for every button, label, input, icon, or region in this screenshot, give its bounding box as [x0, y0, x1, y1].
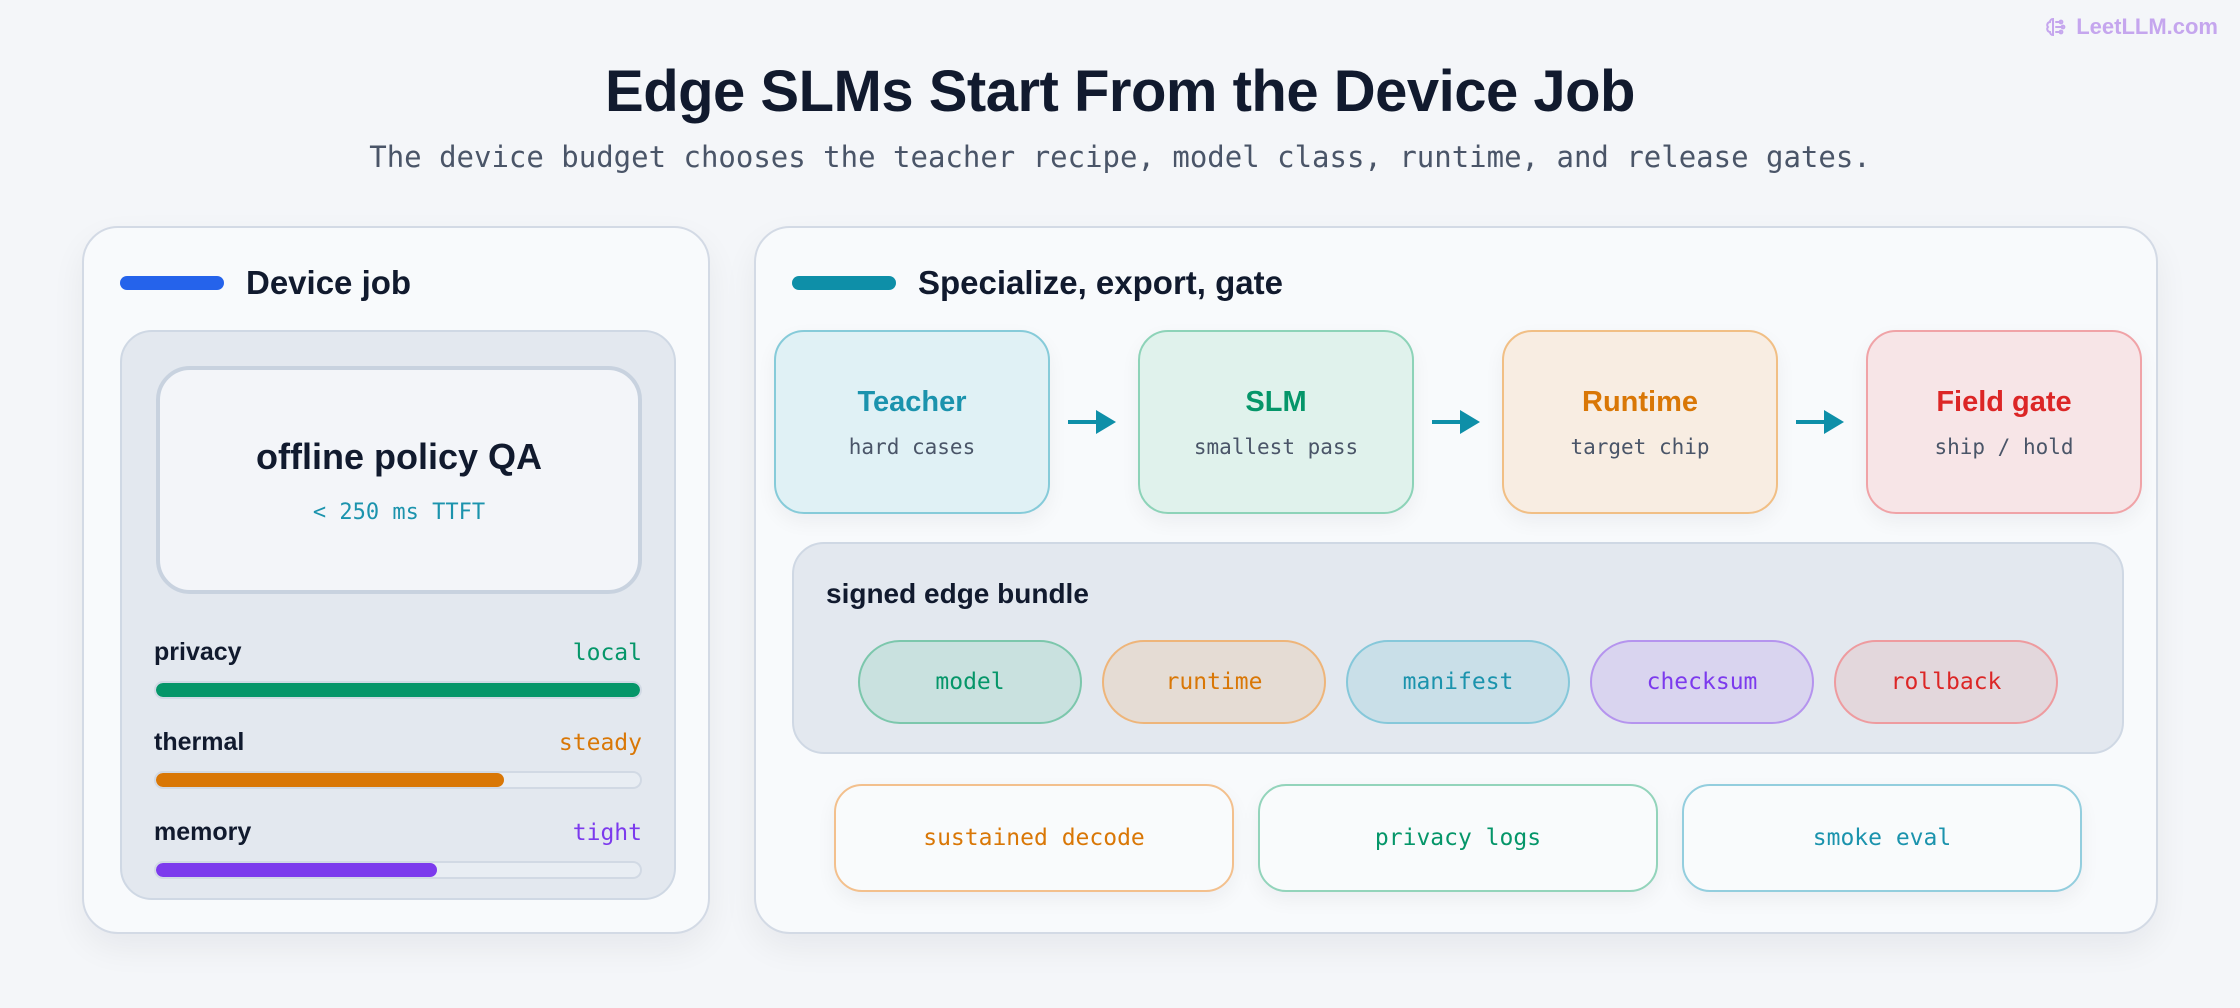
- stage-teacher: Teacher hard cases: [774, 330, 1050, 514]
- job-card: offline policy QA < 250 ms TTFT: [156, 366, 642, 594]
- pipeline-header: Specialize, export, gate: [792, 264, 1283, 302]
- meter-label: memory: [154, 818, 252, 846]
- bundle-chip-rollback: rollback: [1834, 640, 2058, 724]
- bundle-chip-runtime: runtime: [1102, 640, 1326, 724]
- meter-label: thermal: [154, 728, 245, 756]
- device-job-panel: Device job offline policy QA < 250 ms TT…: [82, 226, 710, 934]
- job-constraint: < 250 ms TTFT: [312, 500, 486, 525]
- bundle-chip-checksum: checksum: [1590, 640, 1814, 724]
- stage-runtime: Runtime target chip: [1502, 330, 1778, 514]
- meter-thermal: thermal steady: [154, 728, 642, 789]
- meter-value: tight: [572, 820, 642, 846]
- signed-edge-bundle: signed edge bundle model runtime manifes…: [792, 542, 2124, 754]
- stage-subtitle: hard cases: [848, 435, 976, 459]
- bundle-chip-manifest: manifest: [1346, 640, 1570, 724]
- gate-sustained-decode: sustained decode: [834, 784, 1234, 892]
- job-title: offline policy QA: [255, 436, 542, 477]
- stage-subtitle: ship / hold: [1934, 435, 2074, 459]
- bundle-chip-model: model: [858, 640, 1082, 724]
- meter-label: privacy: [154, 638, 242, 666]
- stage-subtitle: target chip: [1570, 435, 1710, 459]
- stage-field-gate: Field gate ship / hold: [1866, 330, 2142, 514]
- device-job-header: Device job: [120, 264, 411, 302]
- device-job-heading: Device job: [246, 264, 412, 301]
- meter-fill: [156, 683, 640, 697]
- page-title: Edge SLMs Start From the Device Job: [605, 59, 1635, 124]
- stage-title: Field gate: [1936, 386, 2072, 418]
- gate-smoke-eval: smoke eval: [1682, 784, 2082, 892]
- brain-icon: [2046, 17, 2066, 37]
- arrow-right-icon: [1432, 410, 1480, 434]
- stage-subtitle: smallest pass: [1193, 435, 1359, 459]
- meter-value: steady: [558, 730, 642, 756]
- meter-value: local: [572, 640, 642, 666]
- meter-memory: memory tight: [154, 818, 642, 879]
- meter-fill: [156, 773, 505, 787]
- meter-track: [154, 681, 642, 699]
- brand-logo: LeetLLM.com: [2044, 14, 2218, 40]
- pipeline-accent-bar: [792, 276, 896, 290]
- meter-fill: [156, 863, 437, 877]
- stage-title: Runtime: [1582, 386, 1698, 418]
- arrow-right-icon: [1068, 410, 1116, 434]
- meter-track: [154, 771, 642, 789]
- stage-slm: SLM smallest pass: [1138, 330, 1414, 514]
- device-job-accent-bar: [120, 276, 224, 290]
- pipeline-heading: Specialize, export, gate: [918, 264, 1283, 301]
- meter-privacy: privacy local: [154, 638, 642, 699]
- page-subtitle: The device budget chooses the teacher re…: [369, 140, 1871, 174]
- meter-track: [154, 861, 642, 879]
- gate-privacy-logs: privacy logs: [1258, 784, 1658, 892]
- stage-title: Teacher: [857, 386, 967, 418]
- pipeline-panel: Specialize, export, gate Teacher hard ca…: [754, 226, 2158, 934]
- bundle-title: signed edge bundle: [826, 578, 1089, 609]
- stage-title: SLM: [1245, 386, 1307, 418]
- arrow-right-icon: [1796, 410, 1844, 434]
- device-budget-box: offline policy QA < 250 ms TTFT privacy …: [120, 330, 676, 900]
- brand-name[interactable]: LeetLLM.com: [2076, 14, 2218, 39]
